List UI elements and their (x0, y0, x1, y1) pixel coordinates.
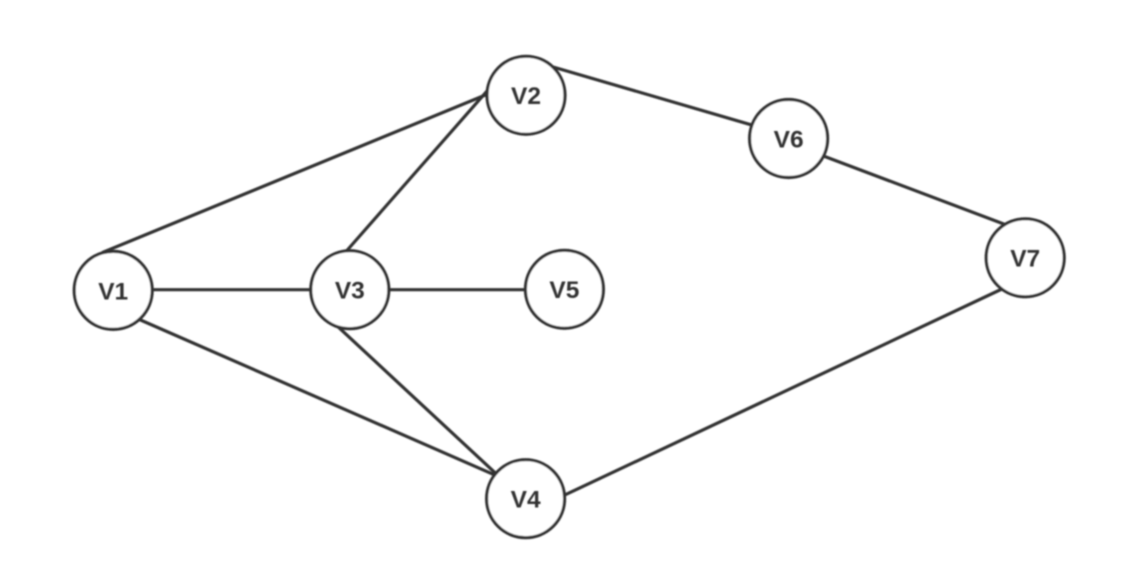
svg-text:V3: V3 (335, 278, 365, 305)
svg-text:V1: V1 (98, 278, 128, 305)
svg-text:V7: V7 (1010, 246, 1040, 273)
svg-text:V4: V4 (511, 487, 541, 514)
svg-text:V5: V5 (549, 277, 579, 304)
svg-text:V6: V6 (774, 126, 804, 153)
svg-text:V2: V2 (511, 83, 541, 110)
